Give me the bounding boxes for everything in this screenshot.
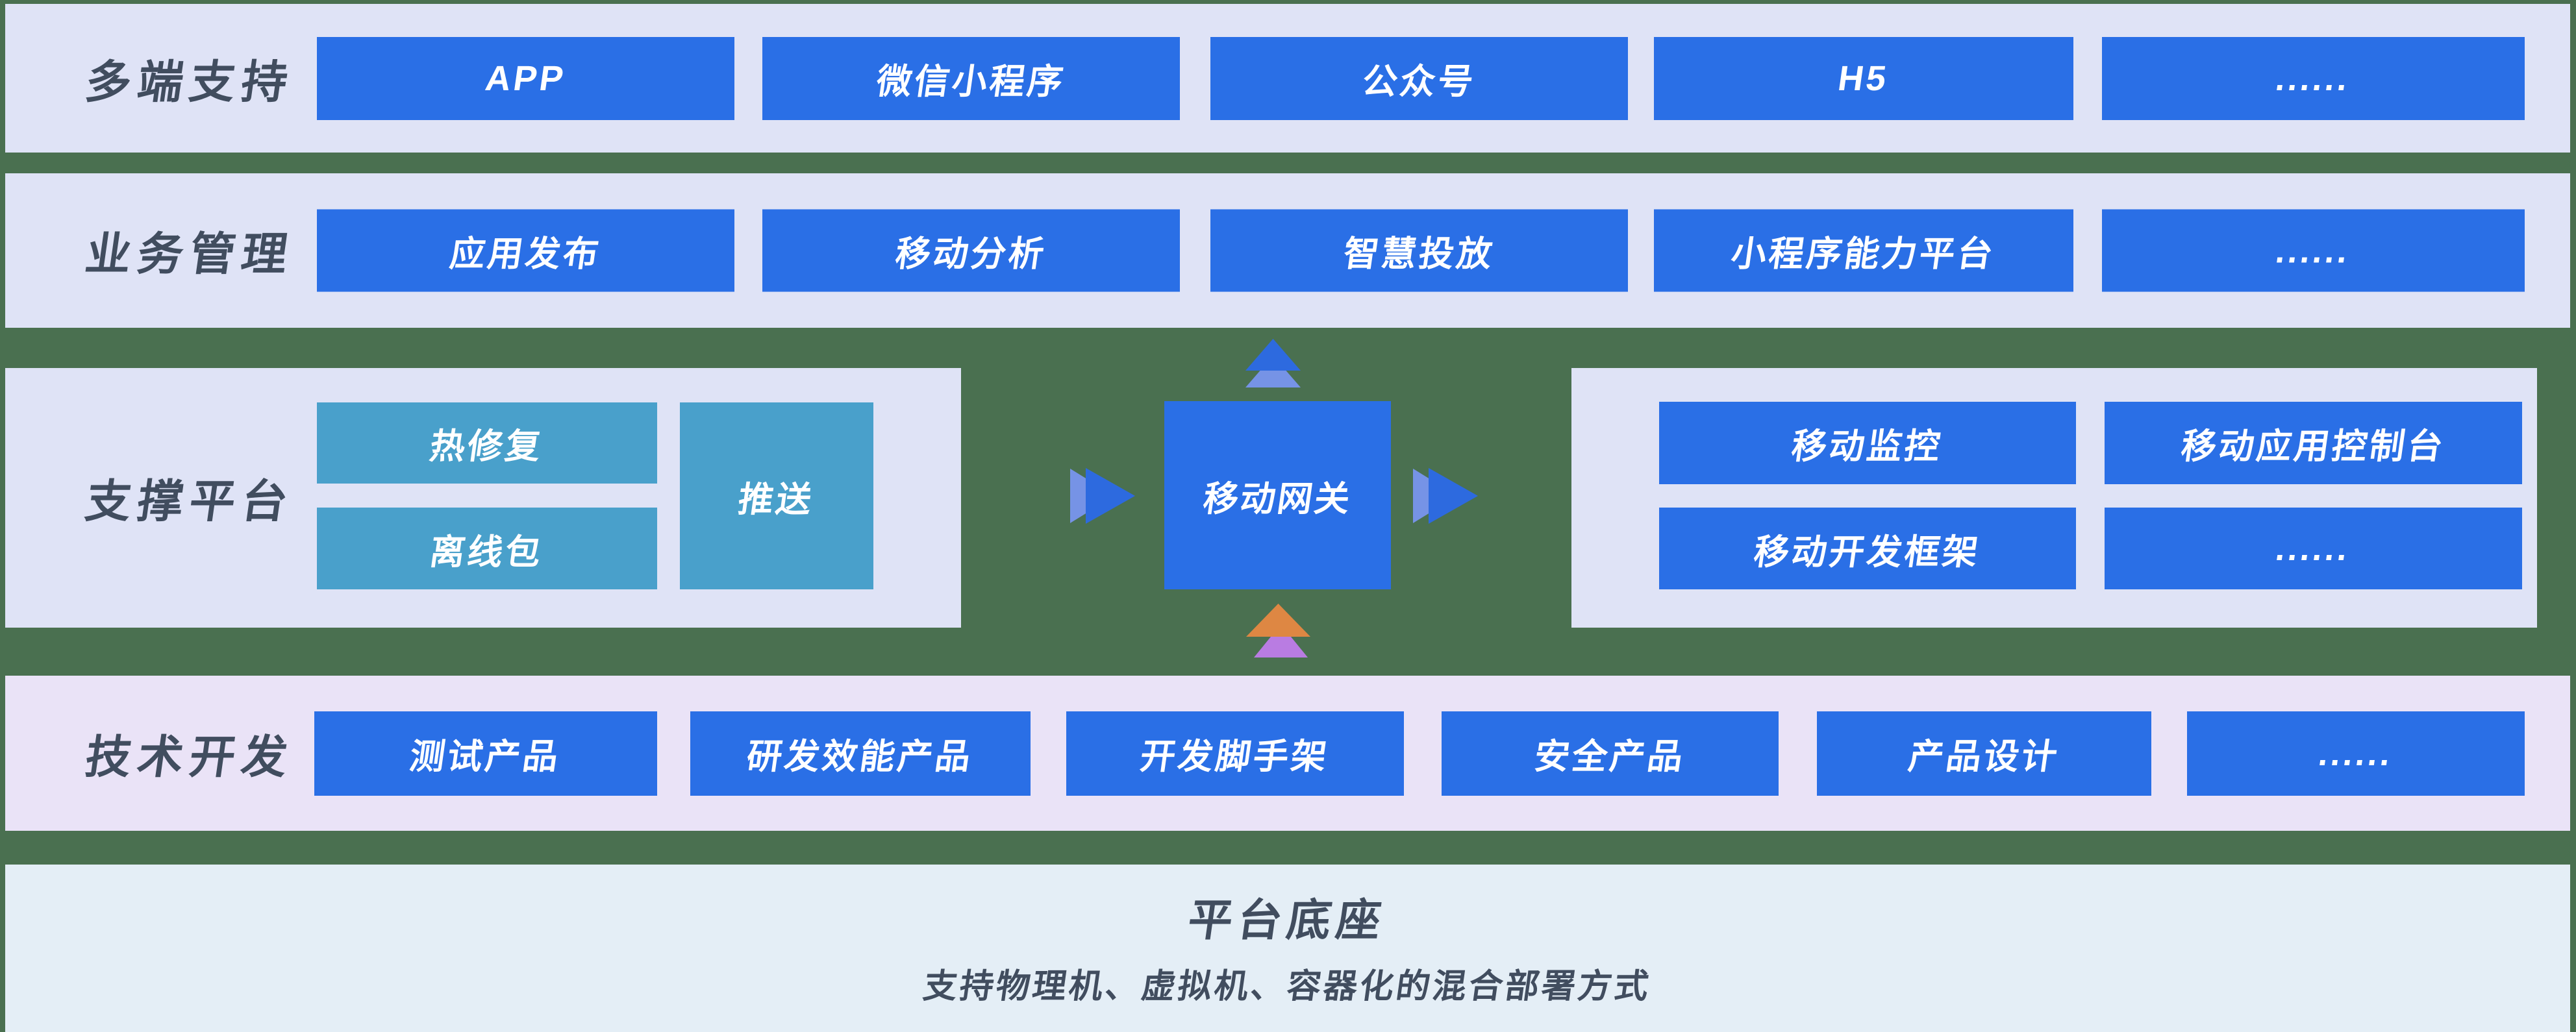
gateway-right-arrow-icon bbox=[1429, 468, 1478, 524]
tile-h5: H5 bbox=[1654, 36, 2073, 120]
support-platform-left-panel: 支撑平台 热修复 离线包 推送 bbox=[5, 368, 961, 628]
gateway-left-arrow-icon bbox=[1086, 468, 1135, 524]
support-platform-label: 支撑平台 bbox=[82, 476, 297, 527]
platform-base-subtitle: 支持物理机、虚拟机、容器化的混合部署方式 bbox=[921, 968, 1654, 1005]
tile-mobile-dev-framework: 移动开发框架 bbox=[1659, 508, 2076, 589]
band-multi-end-support: 多端支持 APP 微信小程序 公众号 H5 ...... bbox=[5, 4, 2570, 153]
platform-base-title: 平台底座 bbox=[1184, 896, 1390, 945]
tile-app: APP bbox=[317, 36, 734, 120]
tile-product-design: 产品设计 bbox=[1817, 711, 2151, 796]
tile-tech-more: ...... bbox=[2187, 711, 2525, 796]
tile-business-more: ...... bbox=[2102, 209, 2525, 292]
tile-miniprogram-capability-platform: 小程序能力平台 bbox=[1654, 209, 2073, 292]
tile-smart-delivery: 智慧投放 bbox=[1210, 209, 1628, 292]
tile-mobile-monitoring: 移动监控 bbox=[1659, 402, 2076, 484]
tile-offline-package: 离线包 bbox=[317, 508, 657, 589]
tile-mobile-analytics: 移动分析 bbox=[762, 209, 1180, 292]
tile-push: 推送 bbox=[680, 402, 873, 589]
tile-rd-efficiency-products: 研发效能产品 bbox=[690, 711, 1031, 796]
business-management-label: 业务管理 bbox=[82, 228, 297, 280]
tile-app-release: 应用发布 bbox=[317, 209, 734, 292]
tile-wechat-miniprogram: 微信小程序 bbox=[762, 36, 1180, 120]
tile-multi-end-more: ...... bbox=[2102, 36, 2525, 120]
multi-end-support-label: 多端支持 bbox=[82, 56, 297, 107]
tech-development-label: 技术开发 bbox=[82, 731, 297, 782]
band-business-management: 业务管理 应用发布 移动分析 智慧投放 小程序能力平台 ...... bbox=[5, 173, 2570, 328]
band-platform-base: 平台底座 支持物理机、虚拟机、容器化的混合部署方式 bbox=[5, 865, 2570, 1032]
tile-hotfix: 热修复 bbox=[317, 402, 657, 484]
tile-dev-scaffold: 开发脚手架 bbox=[1066, 711, 1404, 796]
support-platform-right-panel: 移动监控 移动应用控制台 移动开发框架 ...... bbox=[1571, 368, 2537, 628]
tile-security-products: 安全产品 bbox=[1442, 711, 1779, 796]
gateway-bottom-arrow-orange-icon bbox=[1246, 604, 1310, 637]
tile-mobile-app-console: 移动应用控制台 bbox=[2105, 402, 2522, 484]
band-tech-development: 技术开发 测试产品 研发效能产品 开发脚手架 安全产品 产品设计 ...... bbox=[5, 676, 2570, 831]
tile-test-products: 测试产品 bbox=[314, 711, 657, 796]
tile-official-account: 公众号 bbox=[1210, 36, 1628, 120]
gateway-up-arrow-icon bbox=[1245, 339, 1301, 371]
mobile-gateway-box: 移动网关 bbox=[1164, 401, 1391, 589]
tile-support-more: ...... bbox=[2105, 508, 2522, 589]
